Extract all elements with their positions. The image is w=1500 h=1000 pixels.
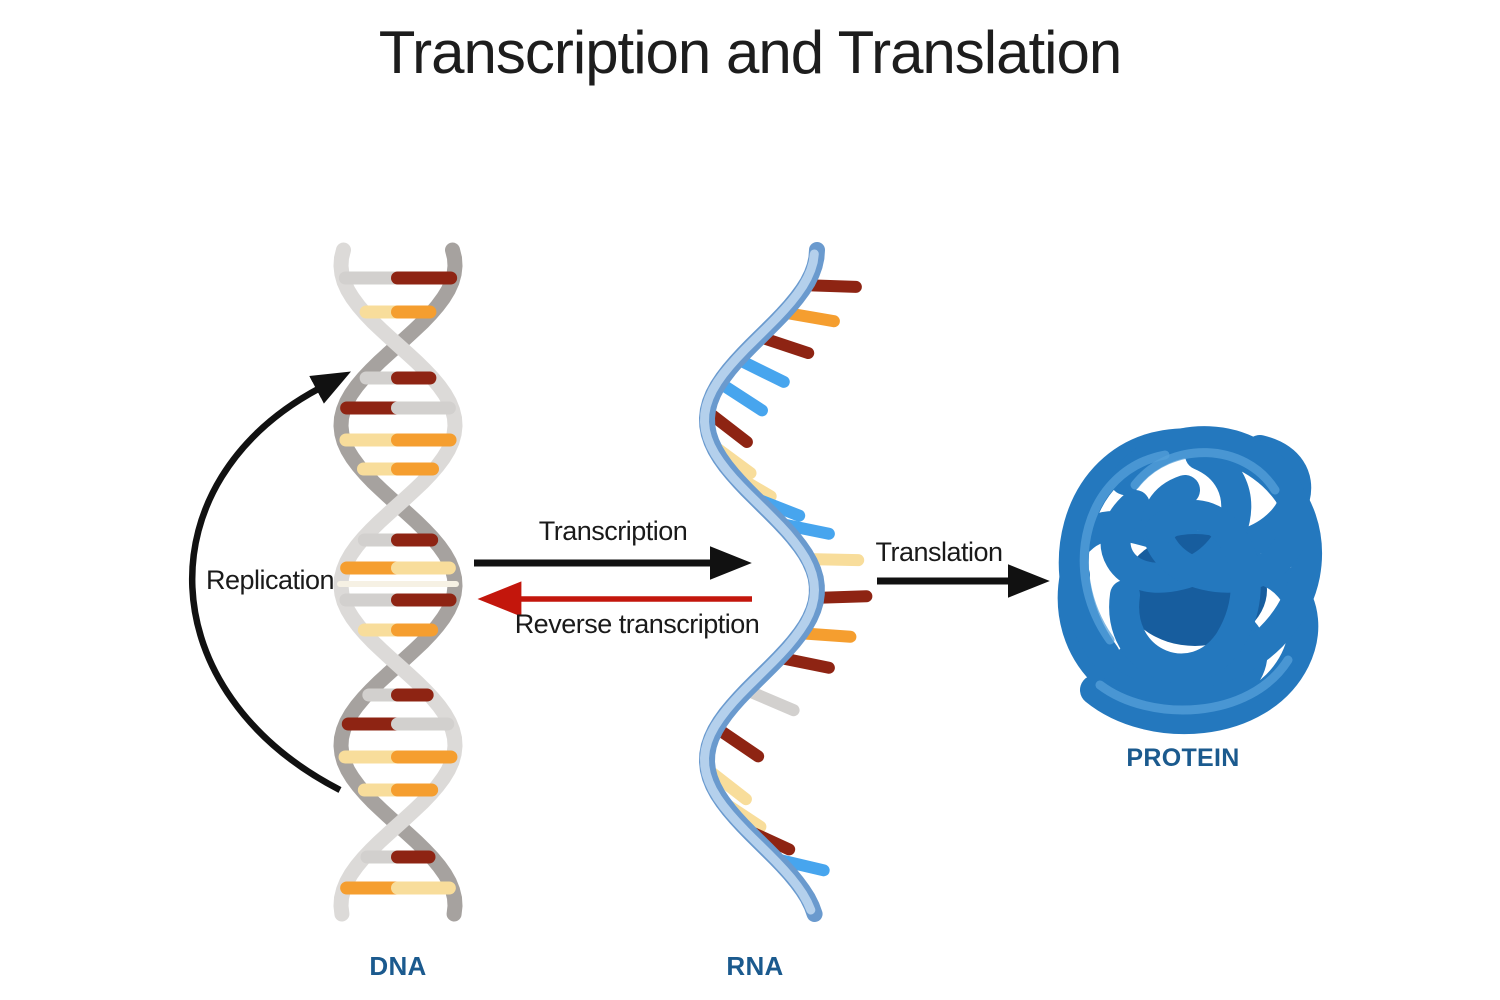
diagram-title: Transcription and Translation: [378, 19, 1123, 86]
dna-base-left: [341, 717, 405, 731]
dna-base-left: [338, 271, 405, 285]
dna-base-right: [391, 750, 458, 764]
dna-base-right: [391, 688, 434, 702]
rna-base: [796, 627, 857, 643]
rna-base: [780, 307, 840, 328]
dna-base-left: [340, 881, 405, 895]
dna-base-right: [391, 561, 456, 575]
rna-base: [812, 590, 873, 604]
rna-base: [801, 279, 862, 293]
rna-label: RNA: [726, 951, 784, 981]
reverse-transcription-label: Reverse transcription: [514, 609, 760, 639]
protein-tube: [1109, 500, 1261, 684]
dna-base-right: [391, 271, 458, 285]
rna-base: [775, 652, 835, 674]
dna-double-helix: [333, 242, 463, 922]
dna-base-right: [391, 533, 439, 547]
translation-label: Translation: [875, 537, 1003, 567]
dna-base-right: [391, 881, 456, 895]
dna-base-right: [391, 783, 439, 797]
dna-base-right: [391, 717, 455, 731]
dna-base-right: [391, 371, 437, 385]
dna-base-right: [391, 462, 440, 476]
dna-label: DNA: [369, 951, 427, 981]
rna-base: [715, 378, 768, 417]
protein-tube-highlight: [1130, 448, 1280, 495]
dna-base-left: [340, 561, 405, 575]
transcription-label: Transcription: [538, 516, 688, 546]
rna-base: [702, 406, 753, 448]
dna-base-left: [339, 433, 405, 447]
rna-base: [756, 331, 815, 360]
protein-tube-highlight: [1079, 450, 1170, 645]
dna-base-left: [338, 750, 405, 764]
dna-base-right: [391, 623, 439, 637]
dna-base-right: [391, 433, 457, 447]
rna-base: [743, 685, 800, 717]
protein-label: PROTEIN: [1126, 744, 1240, 772]
dna-base-right: [391, 305, 437, 319]
protein-knot: [1057, 426, 1322, 735]
replication-label: Replication: [206, 565, 335, 595]
rna-strand: [698, 242, 873, 922]
dna-base-right: [391, 401, 456, 415]
replication-arrow: [188, 371, 351, 793]
dna-base-left: [339, 593, 405, 607]
dna-base-right: [391, 593, 457, 607]
rna-base: [712, 723, 765, 763]
rna-base: [804, 553, 865, 567]
protein-tube-highlight: [1095, 655, 1293, 715]
rna-base: [734, 354, 790, 388]
dna-base-right: [391, 850, 436, 864]
dna-base-left: [340, 401, 405, 415]
rna-ribbon-highlight: [699, 249, 820, 915]
dna-base-pair-thin: [337, 581, 459, 587]
